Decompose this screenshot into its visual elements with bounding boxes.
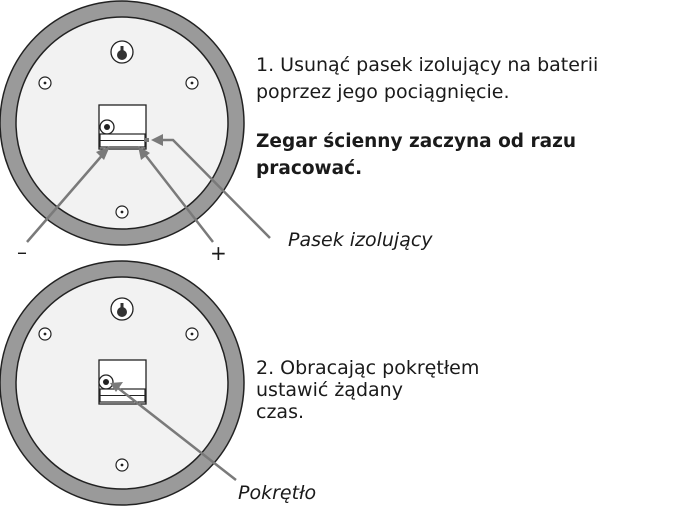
- screw-icon: [38, 76, 52, 90]
- step-1-line-1: 1. Usunąć pasek izolujący na baterii: [256, 54, 599, 76]
- hanging-hole-icon: [110, 40, 134, 64]
- insulating-strip: [144, 138, 149, 142]
- arrowhead-minus: [96, 146, 110, 160]
- clock-movement: [98, 104, 149, 150]
- step-1-line-2: poprzez jego pociągnięcie.: [256, 81, 510, 103]
- arrowhead-knob: [110, 382, 123, 392]
- step-2-instruction: 2. Obracając pokrętłem ustawić żądany cz…: [256, 357, 556, 423]
- label-knob: Pokrętło: [238, 482, 317, 504]
- label-minus: –: [17, 240, 27, 264]
- label-plus: +: [210, 241, 227, 265]
- pointer-line-knob: [117, 387, 237, 481]
- label-insulating-strip: Pasek izolujący: [288, 229, 433, 251]
- screw-icon: [115, 205, 129, 219]
- clock-back-bottom: [0, 260, 245, 506]
- step-2-line-2: czas.: [256, 401, 305, 423]
- step-1-note: Zegar ścienny zaczyna od razu pracować.: [256, 131, 577, 179]
- pointer-line-plus: [142, 151, 214, 243]
- hanging-hole-icon: [110, 297, 134, 321]
- arrowhead-strip: [151, 134, 163, 146]
- pointer-line-minus: [26, 151, 106, 243]
- screw-icon: [185, 327, 199, 341]
- screw-icon: [185, 76, 199, 90]
- screw-icon: [115, 458, 129, 472]
- step-1-instruction: 1. Usunąć pasek izolujący na baterii pop…: [256, 52, 676, 106]
- clock-movement: [98, 359, 147, 405]
- clock-back-top: [0, 0, 271, 246]
- step-2-line-1: 2. Obracając pokrętłem ustawić żądany: [256, 357, 480, 401]
- screw-icon: [38, 327, 52, 341]
- arrowhead-plus: [138, 146, 150, 160]
